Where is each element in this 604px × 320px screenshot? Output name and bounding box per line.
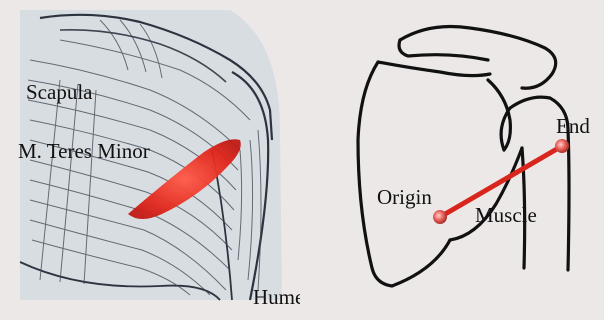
anatomy-illustration: Scapula M. Teres Minor Humerus [0,0,300,320]
origin-marker-icon [433,210,447,224]
shoulder-schematic [300,0,604,320]
origin-label: Origin [377,187,432,208]
end-marker-icon [555,139,569,153]
muscle-label: Muscle [475,205,537,226]
end-label: End [556,116,590,137]
scapula-label: Scapula [26,82,92,103]
schematic-diagram: Origin End Muscle [300,0,604,320]
teres-minor-label: M. Teres Minor [18,141,150,162]
